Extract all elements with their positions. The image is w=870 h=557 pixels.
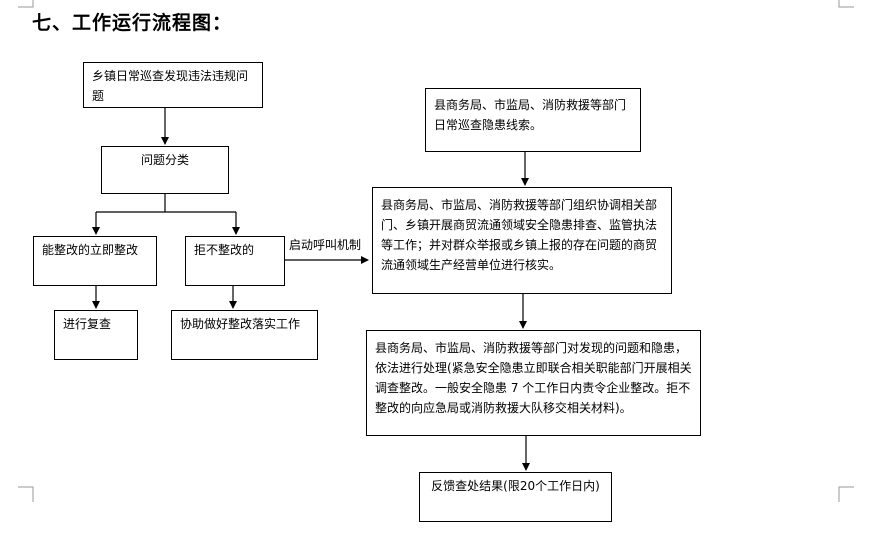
edge-label-call-mechanism: 启动呼叫机制	[289, 238, 362, 252]
corner-mark-bottom-left	[18, 486, 34, 502]
page-title: 七、工作运行流程图：	[32, 12, 233, 34]
flow-node-coordinated-inspection: 县商务局、市监局、消防救援等部门组织协调相关部门、乡镇开展商贸流通领域安全隐患排…	[372, 187, 672, 294]
flow-node-assist-implementation: 协助做好整改落实工作	[171, 310, 318, 360]
corner-mark-top-left	[18, 0, 34, 8]
flow-node-immediate-rectification: 能整改的立即整改	[33, 236, 157, 286]
flow-node-handling: 县商务局、市监局、消防救援等部门对发现的问题和隐患，依法进行处理(紧急安全隐患立…	[366, 330, 701, 436]
flow-node-department-patrol: 县商务局、市监局、消防救援等部门日常巡查隐患线索。	[425, 88, 641, 152]
flow-node-patrol-discovery: 乡镇日常巡查发现违法违规问题	[83, 62, 263, 108]
flow-node-refuse-rectification: 拒不整改的	[185, 236, 285, 286]
flow-node-problem-classification: 问题分类	[101, 146, 229, 194]
corner-mark-bottom-right	[838, 486, 854, 502]
flow-node-feedback-result: 反馈查处结果(限20个工作日内)	[419, 472, 612, 522]
corner-mark-top-right	[838, 0, 854, 8]
flow-node-review: 进行复查	[54, 310, 138, 360]
